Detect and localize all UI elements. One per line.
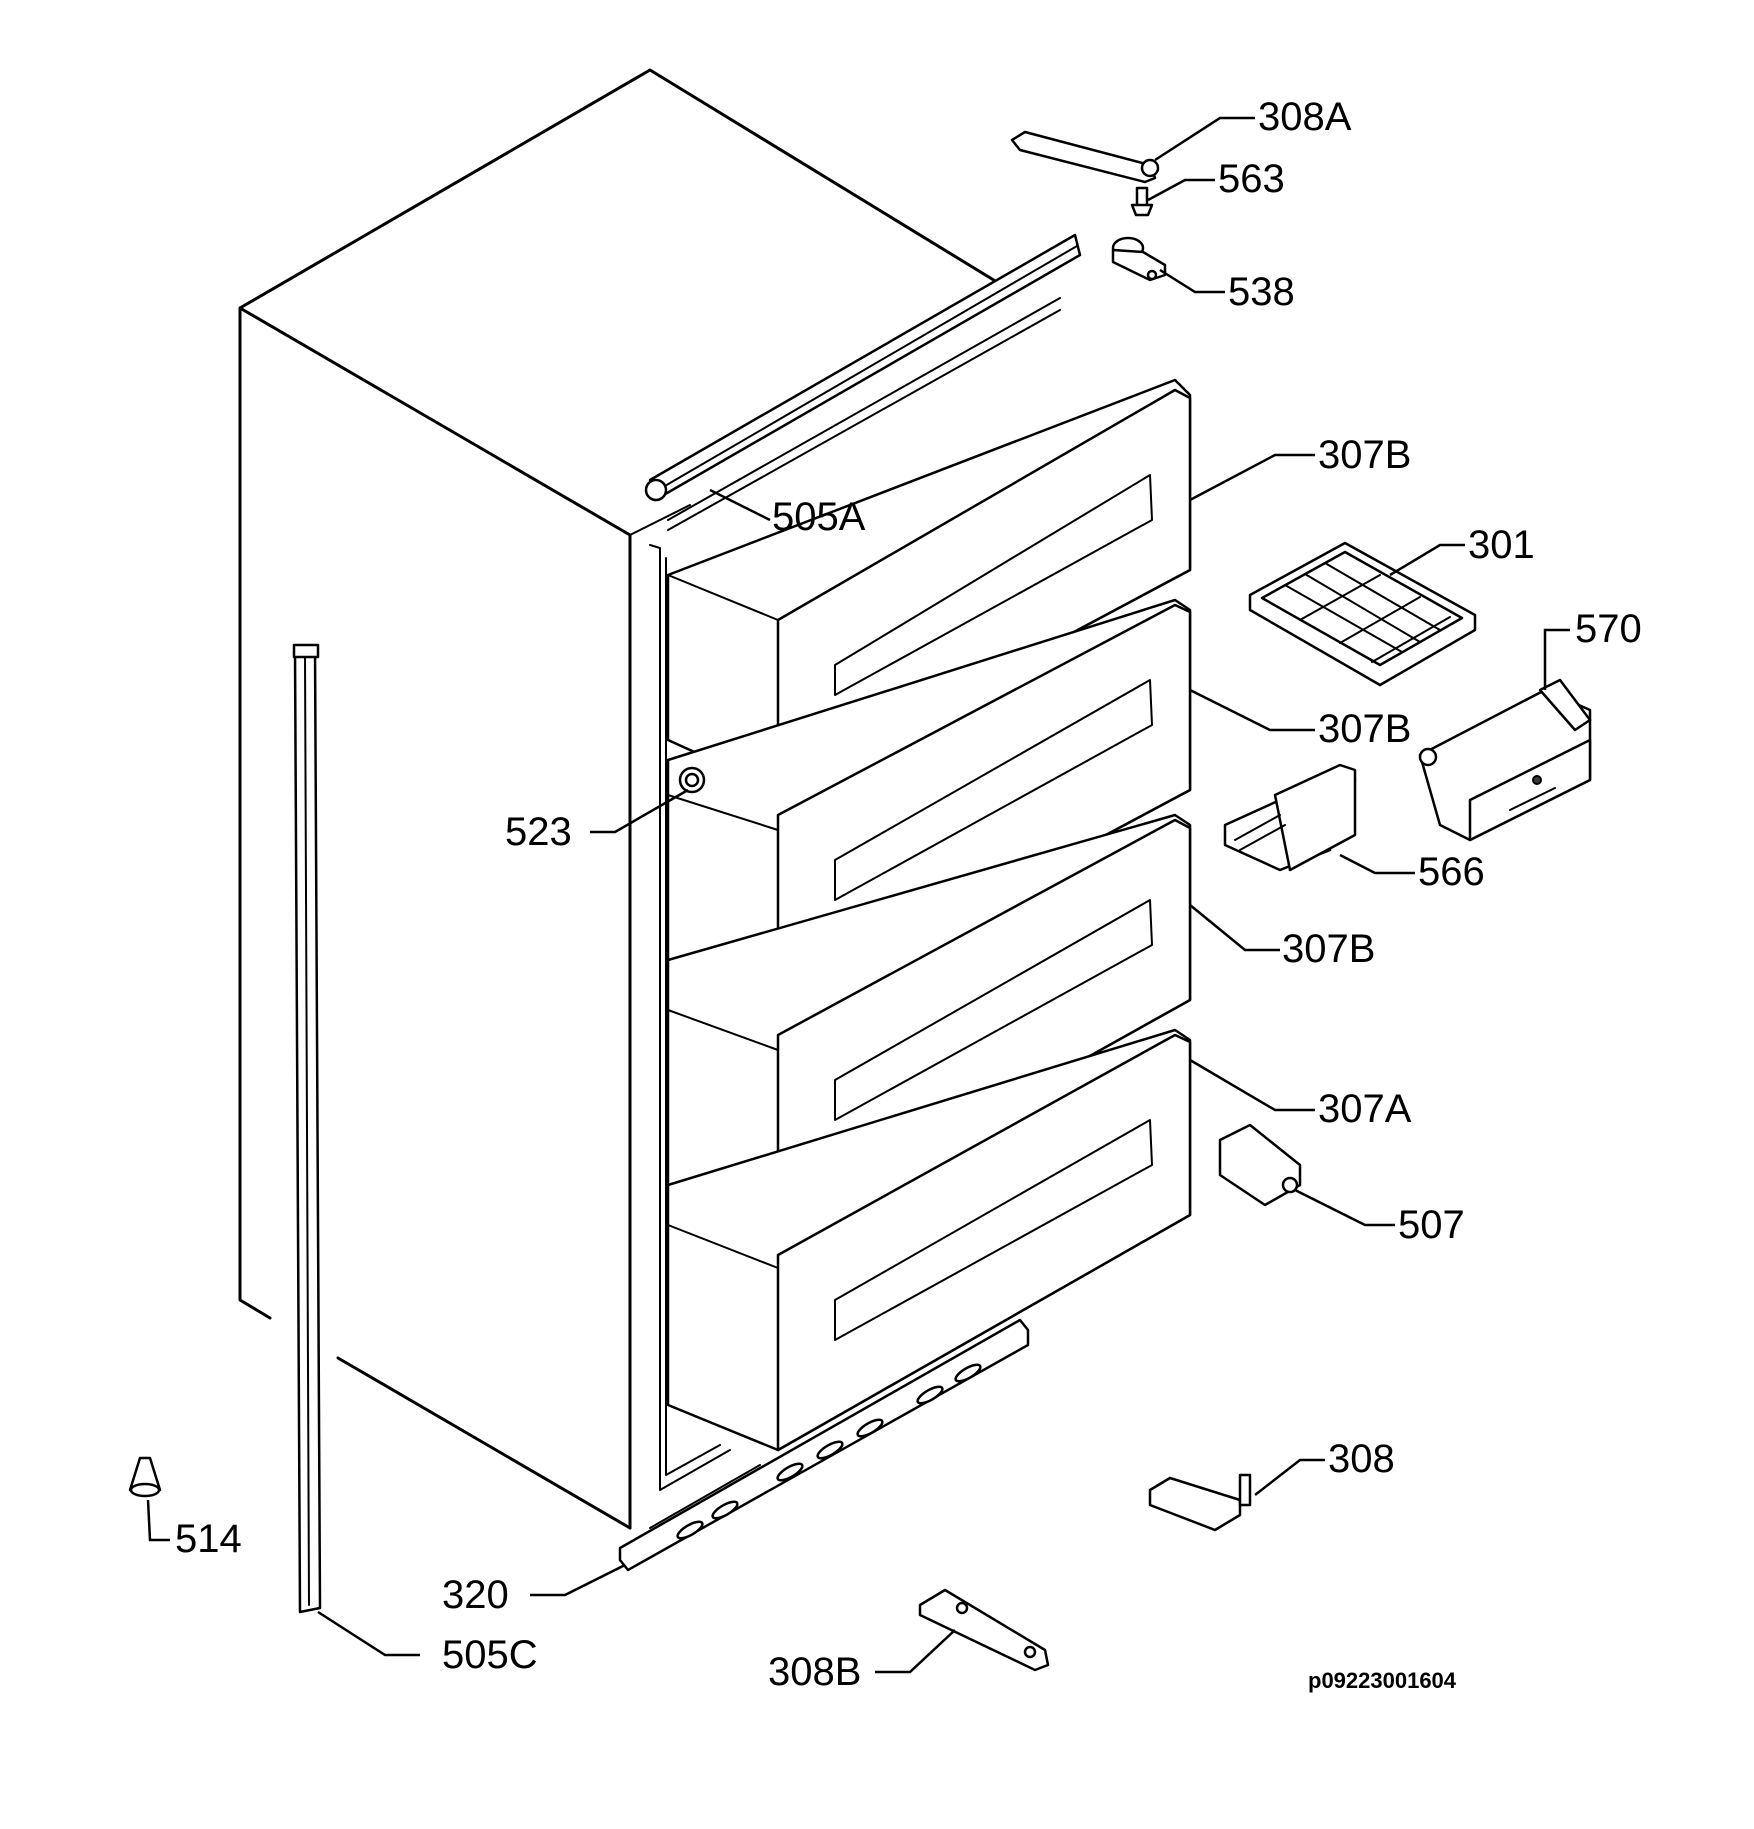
label-507: 507 xyxy=(1398,1203,1465,1247)
bottom-rail-320 xyxy=(618,1318,1030,1572)
drawing-code: p09223001604 xyxy=(1308,1668,1457,1693)
label-505a: 505A xyxy=(772,495,866,539)
ice-scoop-566 xyxy=(1223,763,1357,872)
label-307a: 307A xyxy=(1318,1087,1412,1131)
drawer-4 xyxy=(666,1028,1192,1452)
label-308: 308 xyxy=(1328,1437,1395,1481)
part-labels: 308A 563 538 307B 505A 301 570 307B 523 … xyxy=(175,95,1642,1694)
leader-lines xyxy=(146,116,1570,1674)
label-566: 566 xyxy=(1418,850,1485,894)
label-307b-middle: 307B xyxy=(1318,707,1411,751)
foot-523 xyxy=(678,766,706,794)
hinge-308a xyxy=(1010,130,1160,184)
side-door-seal-505c xyxy=(292,643,322,1614)
ice-bucket-570 xyxy=(1418,678,1592,842)
cabinet-body xyxy=(238,68,1012,1530)
ice-tray-301 xyxy=(1248,541,1477,687)
bracket-507 xyxy=(1218,1123,1302,1207)
label-301: 301 xyxy=(1468,523,1535,567)
label-308b: 308B xyxy=(768,1650,861,1694)
hinge-308b xyxy=(918,1588,1050,1672)
hinge-308 xyxy=(1148,1473,1252,1532)
label-320: 320 xyxy=(442,1573,509,1617)
screw-514 xyxy=(128,1456,162,1498)
label-563: 563 xyxy=(1218,157,1285,201)
pin-563 xyxy=(1130,186,1154,217)
top-door-seal-505a xyxy=(644,233,1082,531)
label-307b-top: 307B xyxy=(1318,433,1411,477)
label-308a: 308A xyxy=(1258,95,1352,139)
bushing-538 xyxy=(1111,236,1167,282)
label-523: 523 xyxy=(505,810,572,854)
label-570: 570 xyxy=(1575,607,1642,651)
label-514: 514 xyxy=(175,1517,242,1561)
label-538: 538 xyxy=(1228,270,1295,314)
label-505c: 505C xyxy=(442,1633,538,1677)
label-307b-lower: 307B xyxy=(1282,927,1375,971)
